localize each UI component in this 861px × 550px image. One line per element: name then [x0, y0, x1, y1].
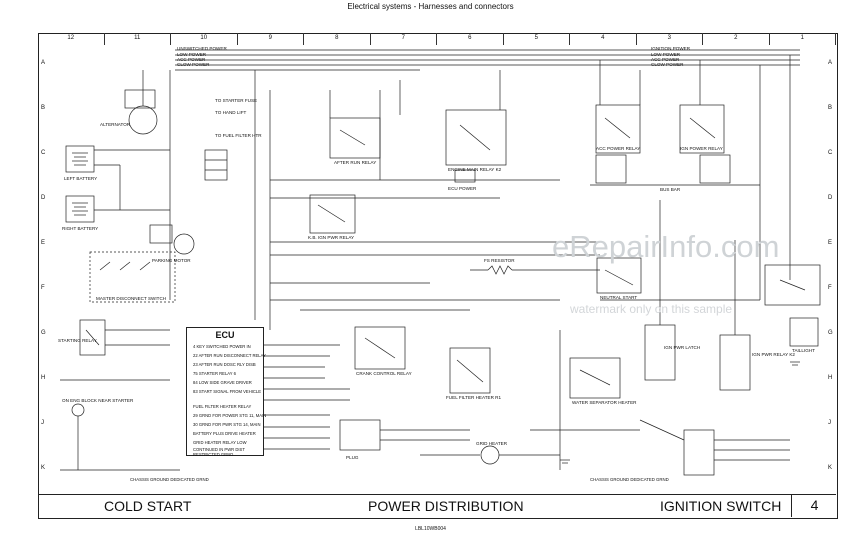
ecu-title: ECU	[215, 330, 235, 340]
col-num: 1	[770, 33, 836, 45]
water-separator-label: WATER SEPARATOR HEATER	[572, 400, 637, 405]
row-letter: G	[41, 330, 46, 336]
row-letter: J	[828, 420, 831, 426]
taillight-label: TAILLIGHT	[792, 348, 815, 353]
schematic-frame	[38, 33, 838, 519]
watermark-notice: watermark only on this sample	[570, 302, 733, 316]
col-num: 4	[570, 33, 637, 45]
row-letter: H	[828, 375, 833, 381]
bus-label: CLOW POWER	[177, 62, 210, 67]
footer-left-title: COLD START	[104, 498, 192, 514]
ign-pwr-relay2-label: IGN PWR RELAY K2	[752, 352, 795, 357]
row-letter: A	[828, 60, 833, 66]
row-letter: H	[41, 375, 46, 381]
ign-power-relay-label: IGN POWER RELAY	[680, 146, 723, 151]
bus-label: LOW POWER	[177, 52, 207, 57]
col-num: 11	[105, 33, 171, 45]
footer-center-title: POWER DISTRIBUTION	[368, 498, 524, 514]
col-num: 12	[38, 33, 105, 45]
master-disconnect-label: MASTER DISCONNECT SWITCH	[96, 296, 167, 301]
hand-lift-label: TO HAND LIFT	[215, 110, 247, 115]
bus-label: UNSWITCHED POWER	[177, 46, 227, 51]
eng-block-label: ON ENG BLOCK NEAR STARTER	[62, 398, 134, 403]
chassis-ground-left: CHASSIS GROUND DEDICATED GRND	[130, 477, 209, 482]
ign-pwr-latch-label: IGN PWR LATCH	[664, 345, 701, 350]
bottom-reference: LBL10WB004	[415, 526, 446, 532]
row-letter: B	[828, 105, 833, 111]
row-letter: E	[828, 240, 833, 246]
col-num: 6	[437, 33, 504, 45]
col-num: 3	[637, 33, 703, 45]
resistor-label: FS RESISTOR	[484, 258, 515, 263]
bus-label: LOW POWER	[651, 52, 681, 57]
col-num: 10	[171, 33, 238, 45]
row-letter: G	[828, 330, 833, 336]
left-battery-label: LEFT BATTERY	[64, 176, 98, 181]
bus-label: ACC POWER	[651, 57, 680, 62]
right-battery-label: RIGHT BATTERY	[62, 226, 99, 231]
bus-label: IGNITION POWER	[651, 46, 691, 51]
footer-right-title: IGNITION SWITCH	[660, 498, 782, 514]
col-num: 9	[238, 33, 304, 45]
fuel-filter-heater-label: FUEL FILTER HEATER R1	[446, 395, 502, 400]
page-number: 4	[791, 494, 837, 517]
ecu-power-label: ECU POWER	[448, 186, 477, 191]
ecu-pin-label: 29 GRND FOR POWER STG 11, MAIN	[193, 413, 267, 418]
engine-main-relay-label: ENGINE MAIN RELAY K2	[448, 167, 502, 172]
col-num: 5	[504, 33, 570, 45]
row-letter: A	[41, 60, 46, 66]
page-header: Electrical systems - Harnesses and conne…	[347, 2, 514, 11]
row-letter: E	[41, 240, 46, 246]
fuel-filter-htr-label: TO FUEL FILTER HTR	[215, 133, 262, 138]
row-letter: F	[41, 285, 45, 291]
starting-relay-label: STARTING RELAY	[58, 338, 97, 343]
row-letter: F	[828, 285, 832, 291]
grid-heater-label: GRID HEATER	[476, 441, 508, 446]
ecu-pin-label: 83 START SIGNAL FROM VEHICLE	[193, 389, 262, 394]
watermark-logo: eRepairInfo.com	[552, 229, 780, 264]
bus-bar-label: BUS BAR	[660, 187, 681, 192]
row-letter: K	[828, 465, 833, 471]
neutral-start-label: NEUTRAL START	[600, 295, 638, 300]
col-num: 8	[304, 33, 371, 45]
bus-label: ACC POWER	[177, 57, 206, 62]
alternator-label: ALTERNATOR	[100, 122, 131, 127]
ecu-pin-label: 4 KEY SWITCHED POWER IN	[193, 344, 251, 349]
ign-pwr-relay-label: K.B. IGN PWR RELAY	[308, 235, 355, 240]
plug-label: PLUG	[346, 455, 359, 460]
ecu-pin-label: 84 LOW SIDE GRAVE DRIVER	[193, 380, 252, 385]
row-letter: C	[828, 150, 833, 156]
col-num: 2	[703, 33, 770, 45]
ecu-pin-label: 30 GRND FOR PWR STG 14, MAIN	[193, 422, 261, 427]
ecu-pin-label: CONTINUED IN PWR DIST	[193, 447, 245, 452]
bus-label: CLOW POWER	[651, 62, 684, 67]
ecu-pin-label: 22 AFTER RUN DISCONNECT RELAY	[193, 353, 266, 358]
ecu-pin-label: FUEL FILTER HEATER RELAY	[193, 404, 252, 409]
row-letter: D	[41, 195, 46, 201]
ecu-pin-label: RESTRICTED GRND	[193, 452, 234, 457]
starter-fuse-label: TO STARTER FUSE	[215, 98, 258, 103]
row-letter: B	[41, 105, 46, 111]
row-letter: J	[41, 420, 44, 426]
col-num: 7	[371, 33, 437, 45]
column-numbers: 12 11 10 9 8 7 6 5 4 3 2 1	[38, 33, 836, 45]
row-letter: D	[828, 195, 833, 201]
title-block: COLD START POWER DISTRIBUTION IGNITION S…	[38, 494, 836, 518]
ecu-pin-label: 23 AFTER RUN DOSC RLY DISB	[193, 362, 256, 367]
ecu-block: ECU 4 KEY SWITCHED POWER IN 22 AFTER RUN…	[186, 327, 267, 457]
chassis-ground-right: CHASSIS GROUND DEDICATED GRND	[590, 477, 669, 482]
ecu-pin-label: GRID HEATER RELAY LOW	[193, 440, 247, 445]
row-letter: C	[41, 150, 46, 156]
ecu-pin-label: 75 STARTER RELAY 6	[193, 371, 236, 376]
after-run-label: AFTER RUN RELAY	[334, 160, 377, 165]
row-letter: K	[41, 465, 46, 471]
parking-motor-label: PARKING MOTOR	[152, 258, 191, 263]
crank-control-label: CRANK CONTROL RELAY	[356, 371, 412, 376]
ecu-pin-label: BATTERY PLUS DRIVE HEATER	[193, 431, 256, 436]
acc-power-relay-label: ACC POWER RELAY	[596, 146, 641, 151]
